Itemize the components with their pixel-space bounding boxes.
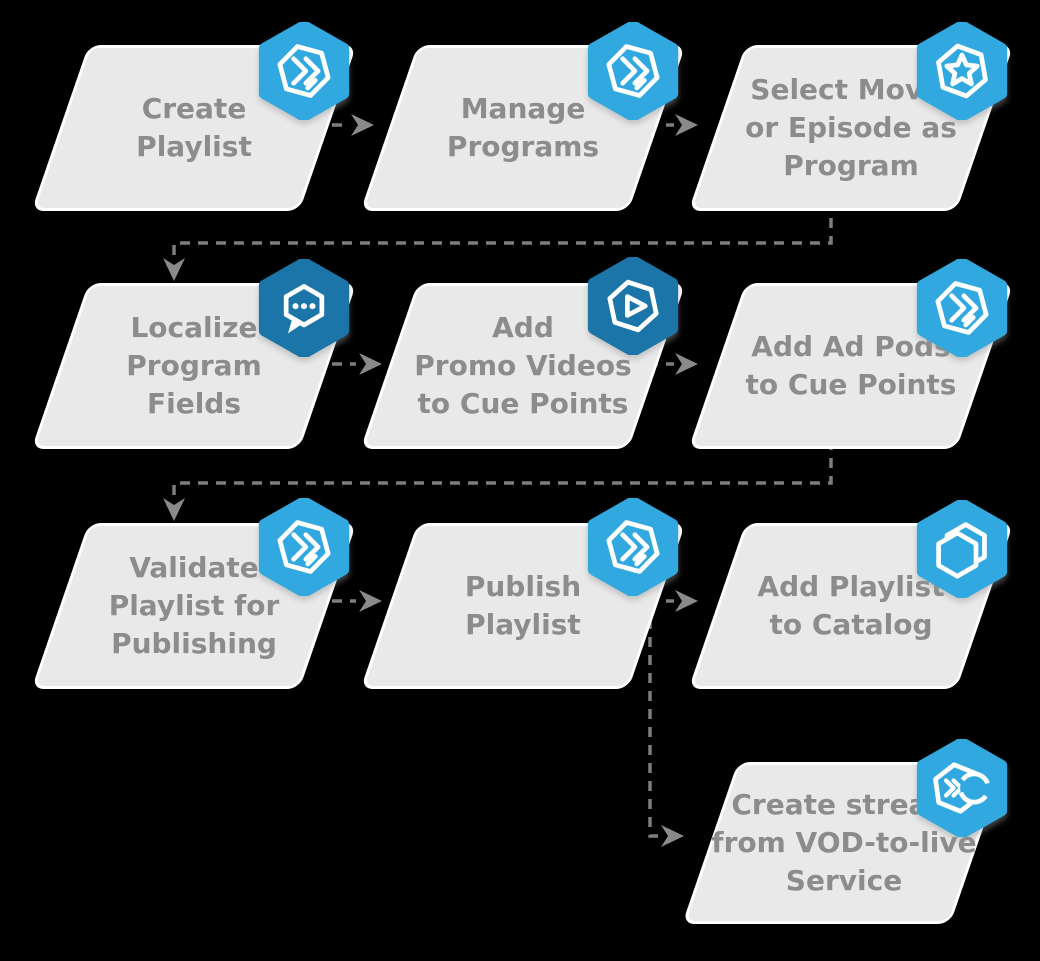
double-chevron-hexagon-icon <box>915 259 1009 357</box>
connector-dashes <box>172 123 833 838</box>
arrowhead-right <box>359 590 382 612</box>
arrowhead-down <box>163 498 185 521</box>
arrowhead-right <box>351 114 374 136</box>
double-chevron-hexagon-icon <box>586 498 680 596</box>
connector <box>172 200 833 258</box>
arrowhead-right <box>675 114 698 136</box>
double-chevron-hexagon-icon <box>257 22 351 120</box>
double-chevron-hexagon-icon <box>257 498 351 596</box>
chat-bubble-hexagon-icon <box>257 259 351 357</box>
star-hexagon-icon <box>915 22 1009 120</box>
arrowhead-right <box>675 353 698 375</box>
arrowhead-right <box>359 353 382 375</box>
stacked-hexagons-icon <box>915 500 1009 598</box>
connector <box>648 601 658 838</box>
arrowhead-down <box>163 258 185 281</box>
stream-loop-hexagon-icon <box>915 739 1009 837</box>
arrowhead-right <box>675 590 698 612</box>
double-chevron-hexagon-icon <box>586 22 680 120</box>
connector <box>172 440 833 498</box>
arrowheads <box>163 114 698 847</box>
play-hexagon-icon <box>586 257 680 355</box>
arrowhead-right <box>661 825 684 847</box>
